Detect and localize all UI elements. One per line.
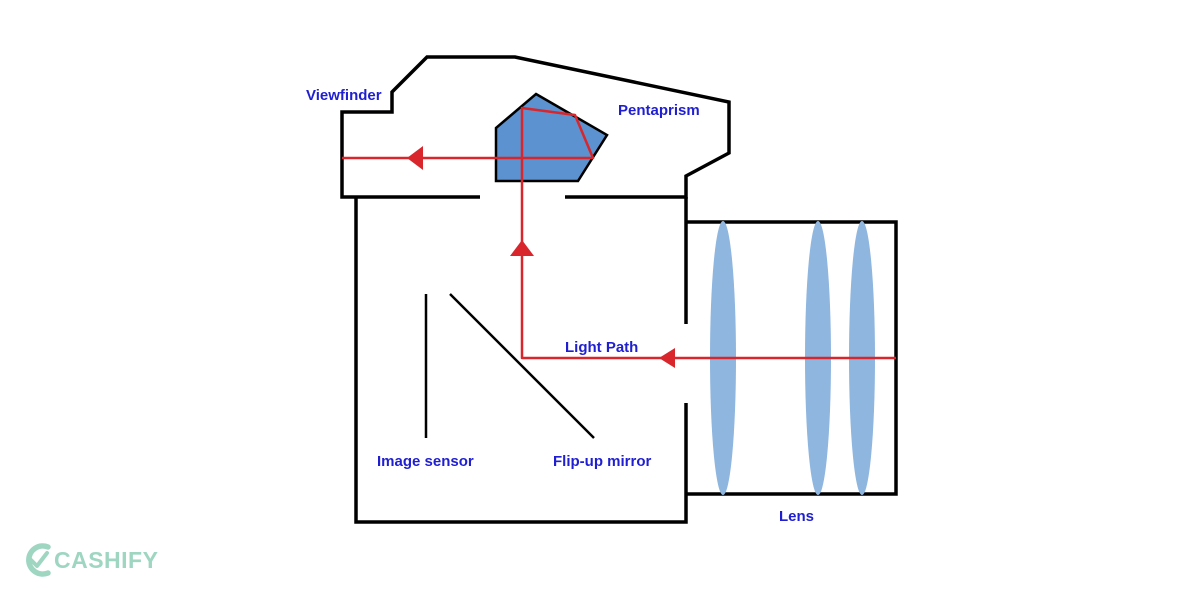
brand-name: CASHIFY [54,547,158,573]
light-path [342,106,896,360]
camera-top-housing [340,55,731,199]
label-pentaprism: Pentaprism [618,102,700,119]
label-flip-up-mirror: Flip-up mirror [553,453,651,470]
light-path-arrow-vertical [510,240,534,256]
label-image-sensor: Image sensor [377,453,474,470]
light-path-arrow-horizontal [659,348,675,368]
label-light-path: Light Path [565,339,638,356]
cashify-logo: CASHIFY [26,543,158,577]
label-lens: Lens [779,508,814,525]
label-viewfinder: Viewfinder [306,87,382,104]
pentaprism [494,92,609,183]
light-path-arrow-viewfinder [407,146,423,170]
flip-up-mirror [449,293,595,439]
camera-body [354,197,688,524]
cashify-logo-icon [26,543,51,577]
